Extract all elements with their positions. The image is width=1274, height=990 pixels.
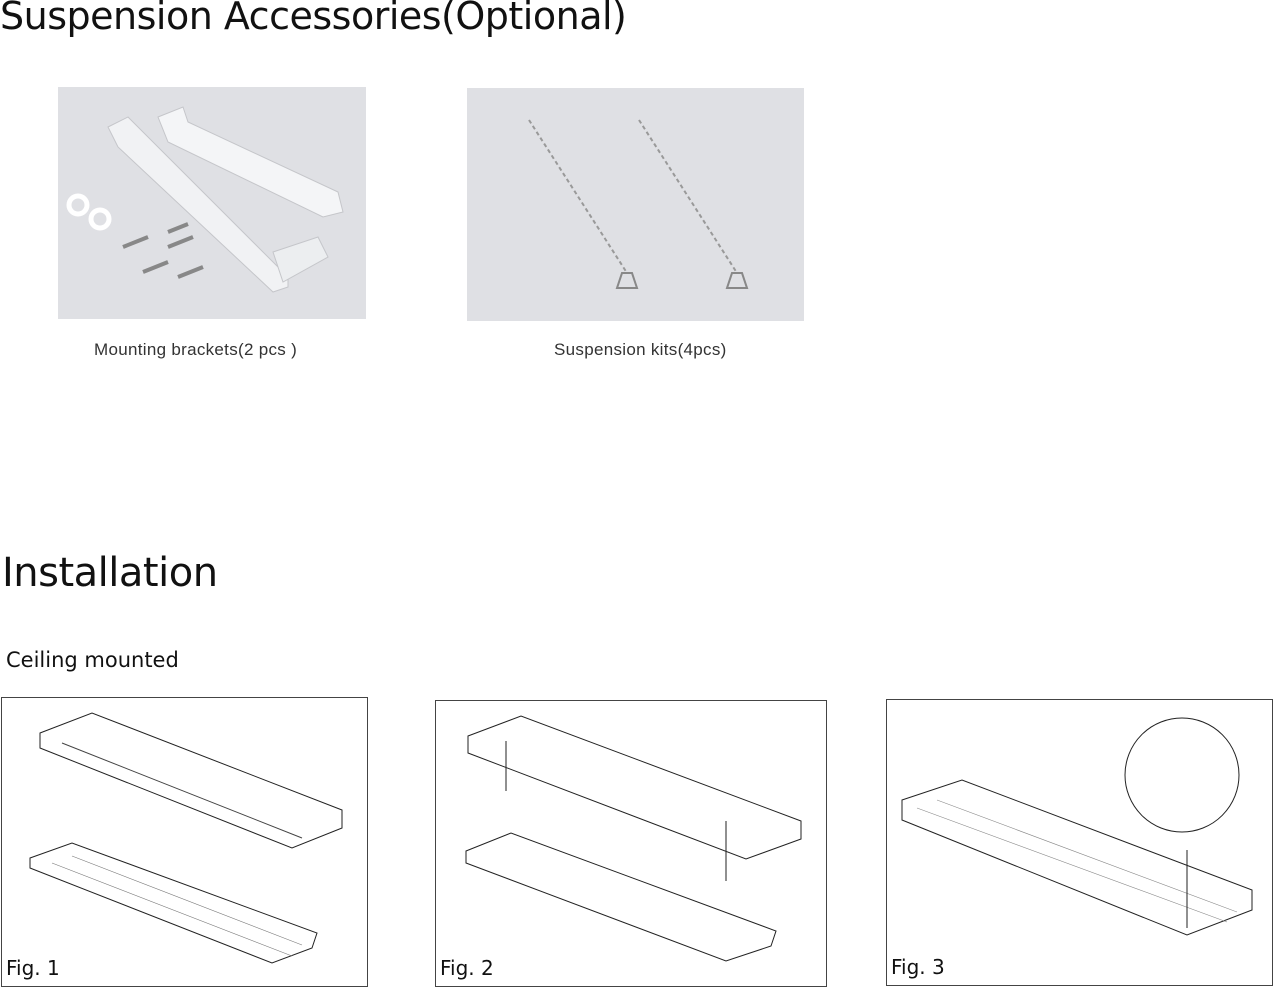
fig3-label: Fig. 3: [891, 955, 945, 979]
figure-2: Fig. 2: [435, 700, 827, 987]
installation-title: Installation: [2, 550, 218, 596]
figure-3: Fig. 3: [886, 699, 1273, 986]
mounting-brackets-caption: Mounting brackets(2 pcs ): [94, 340, 298, 359]
brackets-image: [66, 106, 344, 293]
fig3-drawing: [901, 717, 1253, 936]
fig2-label: Fig. 2: [440, 956, 494, 980]
figure-1: Fig. 1: [1, 697, 368, 987]
suspension-kits-photo: [467, 88, 804, 321]
installation-subtitle: Ceiling mounted: [6, 648, 179, 672]
chains-image: [528, 119, 749, 289]
fig1-drawing: [29, 712, 343, 964]
fig2-drawing: [465, 715, 802, 962]
fig1-label: Fig. 1: [6, 956, 60, 980]
mounting-brackets-photo: [58, 87, 366, 319]
suspension-kits-caption: Suspension kits(4pcs): [554, 340, 727, 359]
accessories-title: Suspension Accessories(Optional): [0, 0, 627, 38]
